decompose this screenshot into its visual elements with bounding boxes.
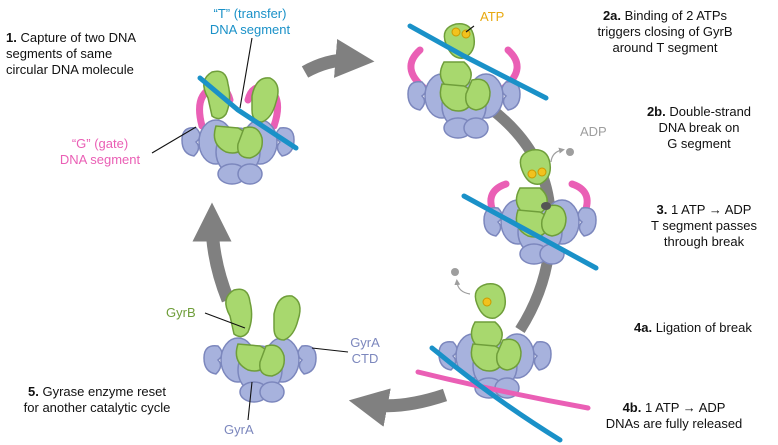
step2a-number: 2a. bbox=[602, 8, 622, 23]
complex-step4 bbox=[438, 283, 552, 399]
step2a-text-line1: Binding of 2 ATPs bbox=[624, 8, 728, 23]
step4b-text-line2: DNAs are fully released bbox=[605, 416, 743, 431]
complex-step1 bbox=[181, 70, 299, 185]
t-segment-label: “T” (transfer) DNA segment bbox=[190, 6, 310, 38]
t-segment-label-line1: “T” (transfer) bbox=[213, 6, 287, 21]
step3-text-line3: through break bbox=[663, 234, 745, 249]
atp-label: ATP bbox=[480, 9, 505, 24]
complex-step5 bbox=[203, 288, 317, 403]
step2b-text-line2: DNA break on bbox=[658, 120, 740, 135]
t-segment-label-line2: DNA segment bbox=[209, 22, 291, 37]
adp-label: ADP bbox=[580, 124, 607, 139]
step1-caption: 1. Capture of two DNA segments of same c… bbox=[6, 30, 136, 78]
arrow-step5-to-step1 bbox=[192, 202, 235, 303]
step2a-caption: 2a. Binding of 2 ATPs triggers closing o… bbox=[560, 8, 770, 56]
step2a-text-line2: triggers closing of GyrB bbox=[597, 24, 733, 39]
g-segment-label-line2: DNA segment bbox=[59, 152, 141, 167]
step2a-text-line3: around T segment bbox=[612, 40, 718, 55]
adp-released-dot-2 bbox=[451, 268, 459, 276]
step3-text-line1: 1 ATP → ADP bbox=[671, 202, 752, 217]
step5-number: 5. bbox=[27, 384, 39, 399]
leader-gyrb bbox=[204, 312, 246, 329]
step1-number: 1. bbox=[6, 30, 17, 45]
step4b-number: 4b. bbox=[622, 400, 642, 415]
complex-step2a bbox=[407, 23, 549, 139]
adp-release-arrow-1 bbox=[550, 147, 565, 163]
g-segment-label-line1: “G” (gate) bbox=[71, 136, 129, 151]
step4a-caption: 4a. Ligation of break bbox=[634, 320, 752, 336]
leader-gyra-ctd bbox=[311, 347, 349, 353]
leader-gyra bbox=[247, 381, 253, 421]
step3-caption: 3. 1 ATP → ADP T segment passes through … bbox=[634, 202, 774, 250]
g-segment-released bbox=[415, 369, 591, 411]
step4b-text-line1: 1 ATP → ADP bbox=[644, 400, 726, 415]
gyra-ctd-label-line1: GyrA bbox=[350, 335, 380, 350]
step1-text-line1: Capture of two DNA bbox=[20, 30, 137, 45]
arrow-step1-to-2a bbox=[301, 39, 375, 78]
arrow-bottom-to-step5 bbox=[348, 388, 448, 427]
gyrb-label: GyrB bbox=[166, 305, 196, 320]
step4a-number: 4a. bbox=[634, 320, 653, 335]
step1-text-line3: circular DNA molecule bbox=[6, 62, 134, 77]
adp-released-dot-1 bbox=[566, 148, 574, 156]
step3-number: 3. bbox=[656, 202, 668, 217]
gyra-ctd-label: GyrA CTD bbox=[340, 335, 390, 367]
leader-g-segment bbox=[151, 126, 197, 154]
step2b-text-line3: G segment bbox=[667, 136, 731, 151]
step5-text-line1: Gyrase enzyme reset bbox=[42, 384, 166, 399]
step1-text-line2: segments of same bbox=[6, 46, 113, 61]
step2b-text-line1: Double-strand bbox=[669, 104, 752, 119]
step2b-caption: 2b. Double-strand DNA break on G segment bbox=[634, 104, 764, 152]
step5-text-line2: for another catalytic cycle bbox=[23, 400, 171, 415]
adp-release-arrow-2 bbox=[454, 279, 471, 295]
step3-text-line2: T segment passes bbox=[651, 218, 757, 233]
gyra-label: GyrA bbox=[224, 422, 254, 437]
step2b-number: 2b. bbox=[646, 104, 666, 119]
g-segment-label: “G” (gate) DNA segment bbox=[40, 136, 160, 168]
leader-atp bbox=[465, 25, 475, 33]
step5-caption: 5. Gyrase enzyme reset for another catal… bbox=[4, 384, 190, 416]
t-segment-released bbox=[429, 345, 563, 443]
step4b-caption: 4b. 1 ATP → ADP DNAs are fully released bbox=[584, 400, 764, 432]
step4a-text-line1: Ligation of break bbox=[655, 320, 752, 335]
complex-step3 bbox=[461, 149, 599, 271]
leader-t-segment bbox=[239, 37, 253, 109]
gyra-ctd-label-line2: CTD bbox=[351, 351, 379, 366]
